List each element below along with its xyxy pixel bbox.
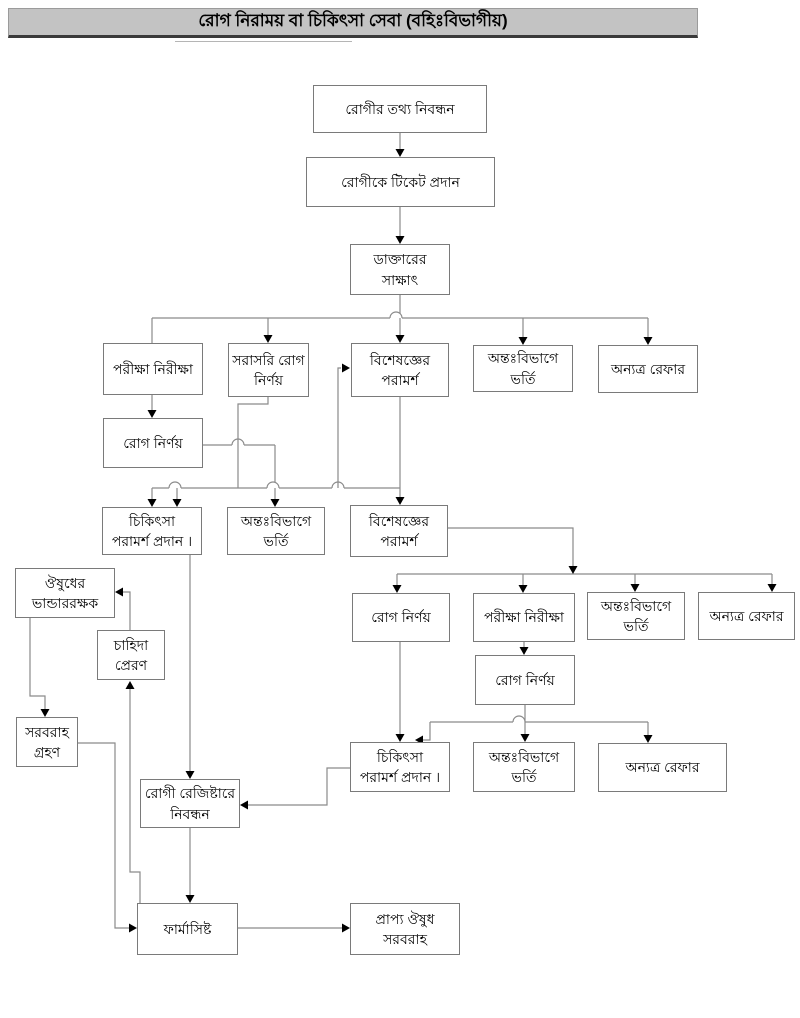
node-tests-2: পরীক্ষা নিরীক্ষা — [473, 593, 575, 642]
node-patient-register: রোগী রেজিষ্টারে নিবন্ধন — [140, 779, 240, 828]
node-refer-1: অন্যত্র রেফার — [598, 345, 698, 393]
node-indoor-admission-3: অন্তঃবিভাগে ভর্তি — [587, 592, 685, 640]
node-treatment-advice-1: চিকিৎসা পরামর্শ প্রদান । — [102, 507, 202, 555]
title-subline — [175, 41, 352, 42]
node-diagnosis-2: রোগ নির্ণয় — [352, 593, 450, 642]
node-indoor-admission-2: অন্তঃবিভাগে ভর্তি — [227, 507, 325, 555]
node-patient-ticket: রোগীকে টিকেট প্রদান — [306, 157, 495, 207]
node-medicine-supply: প্রাপ্য ঔষুধ সরবরাহ — [350, 903, 460, 955]
title-bar: রোগ নিরাময় বা চিকিৎসা সেবা (বহিঃবিভাগীয… — [8, 8, 698, 38]
node-refer-2: অন্যত্র রেফার — [698, 592, 795, 640]
diagram-title: রোগ নিরাময় বা চিকিৎসা সেবা (বহিঃবিভাগীয… — [198, 11, 508, 30]
node-medicine-storekeeper: ঔষুধের ভান্ডাররক্ষক — [15, 568, 115, 618]
node-indoor-admission-4: অন্তঃবিভাগে ভর্তি — [473, 742, 575, 792]
node-treatment-advice-2: চিকিৎসা পরামর্শ প্রদান । — [350, 742, 450, 792]
node-supply-receive: সরবরাহ গ্রহণ — [16, 717, 78, 767]
node-demand-send: চাহিদা প্রেরণ — [97, 630, 165, 680]
node-refer-3: অন্যত্র রেফার — [598, 743, 727, 792]
node-diagnosis-1: রোগ নির্ণয় — [103, 418, 203, 468]
node-pharmacist: ফার্মাসিষ্ট — [137, 903, 238, 955]
node-doctor-visit: ডাক্তারের সাক্ষাৎ — [350, 244, 450, 295]
node-specialist-advice-2: বিশেষজ্ঞের পরামর্শ — [350, 505, 448, 557]
node-direct-diagnosis: সরাসরি রোগ নির্ণয় — [228, 343, 309, 397]
node-specialist-advice-1: বিশেষজ্ঞের পরামর্শ — [351, 343, 449, 397]
node-tests-1: পরীক্ষা নিরীক্ষা — [103, 343, 203, 395]
node-patient-info-registration: রোগীর তথ্য নিবন্ধন — [313, 85, 487, 133]
node-diagnosis-3: রোগ নির্ণয় — [475, 655, 575, 705]
node-indoor-admission-1: অন্তঃবিভাগে ভর্তি — [473, 345, 573, 392]
